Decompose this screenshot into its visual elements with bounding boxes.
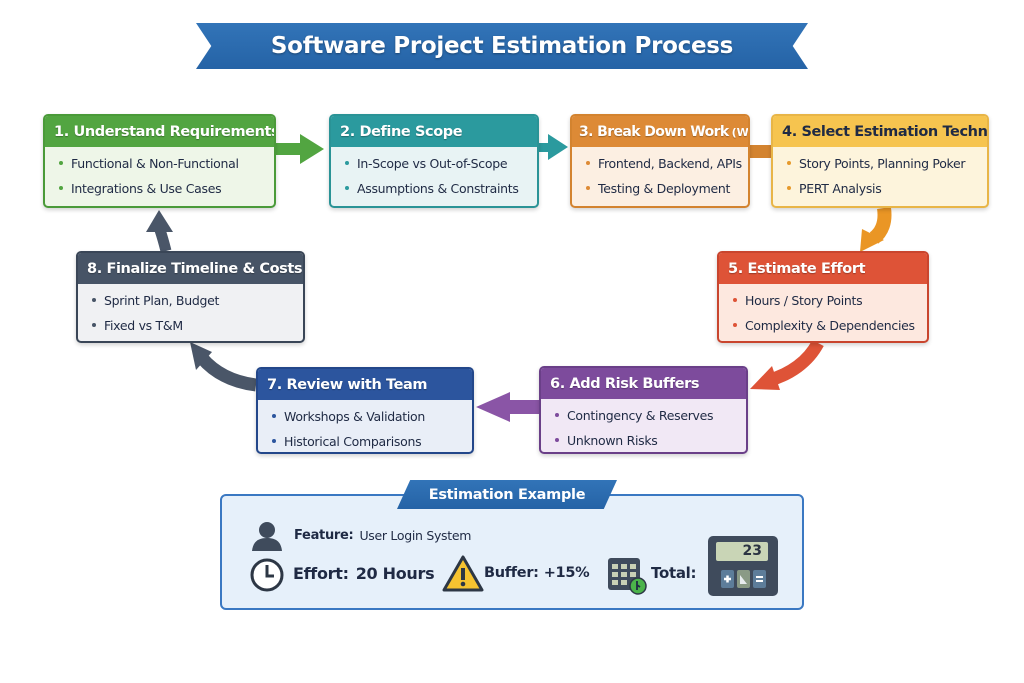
feature-label: Feature:: [294, 528, 354, 543]
feature-value: User Login System: [359, 528, 472, 543]
step-bullet: Testing & Deployment: [586, 176, 748, 201]
total-row: Total:: [651, 564, 696, 582]
estimation-example-title: Estimation Example: [397, 480, 617, 509]
step-bullet: Assumptions & Constraints: [345, 176, 537, 201]
arrow-4-to-5-head: [860, 229, 884, 252]
step-estimate-effort: 5. Estimate Effort Hours / Story Points …: [717, 251, 929, 343]
step-bullet: Workshops & Validation: [272, 404, 472, 429]
arrow-1-to-2: [276, 134, 324, 164]
arrow-4-to-5: [869, 207, 892, 244]
calendar-grid-icon: [608, 558, 647, 595]
step-bullet: Complexity & Dependencies: [733, 313, 927, 338]
arrow-7-to-8: [197, 353, 257, 392]
effort-label: Effort:: [293, 564, 349, 583]
total-label: Total:: [651, 564, 697, 582]
step-bullet: Integrations & Use Cases: [59, 176, 274, 201]
page-title: Software Project Estimation Process: [270, 33, 734, 59]
step-bullet: Contingency & Reserves: [555, 403, 746, 428]
step-title-text: 3. Break Down Work: [579, 123, 729, 140]
effort-value: 20 Hours: [355, 564, 435, 583]
step-title-suffix: (WBS): [731, 126, 749, 139]
arrow-3-to-4: [750, 145, 771, 158]
title-banner: Software Project Estimation Process: [196, 23, 808, 69]
step-bullet: Sprint Plan, Budget: [92, 288, 303, 313]
buffer-label: Buffer:: [484, 565, 539, 581]
feature-row: Feature: User Login System: [294, 528, 471, 543]
arrow-6-to-7: [476, 392, 539, 422]
step-bullet: Hours / Story Points: [733, 288, 927, 313]
step-finalize-timeline-costs: 8. Finalize Timeline & Costs Sprint Plan…: [76, 251, 305, 343]
arrow-5-to-6: [767, 339, 824, 387]
step-title: 5. Estimate Effort: [719, 253, 927, 284]
step-title: 4. Select Estimation Technique: [773, 116, 987, 147]
buffer-value: +15%: [543, 565, 590, 581]
calculator-display: 23: [716, 542, 768, 561]
step-review-with-team: 7. Review with Team Workshops & Validati…: [256, 367, 474, 454]
step-bullet: Story Points, Planning Poker: [787, 151, 987, 176]
step-break-down-work: 3. Break Down Work(WBS) Frontend, Backen…: [570, 114, 750, 208]
user-icon: [252, 522, 282, 551]
step-title: 3. Break Down Work(WBS): [572, 116, 748, 147]
step-bullet: In-Scope vs Out-of-Scope: [345, 151, 537, 176]
step-title: 8. Finalize Timeline & Costs: [78, 253, 303, 284]
arrow-8-to-1: [154, 228, 172, 253]
step-bullet: Fixed vs T&M: [92, 313, 303, 338]
effort-row: Effort: 20 Hours: [293, 564, 435, 583]
arrow-2-to-3: [539, 134, 568, 160]
warning-icon: [442, 555, 484, 592]
arrow-7-to-8-head: [190, 342, 212, 370]
step-title: 7. Review with Team: [258, 369, 472, 400]
step-add-risk-buffers: 6. Add Risk Buffers Contingency & Reserv…: [539, 366, 748, 454]
arrow-8-to-1-head: [146, 210, 173, 232]
step-bullet: Unknown Risks: [555, 428, 746, 452]
arrow-5-to-6-head: [750, 366, 780, 390]
step-bullet: Functional & Non-Functional: [59, 151, 274, 176]
step-select-estimation-technique: 4. Select Estimation Technique Story Poi…: [771, 114, 989, 208]
step-define-scope: 2. Define Scope In-Scope vs Out-of-Scope…: [329, 114, 539, 208]
step-title: 2. Define Scope: [331, 116, 537, 147]
step-bullet: PERT Analysis: [787, 176, 987, 201]
step-bullet: Historical Comparisons: [272, 429, 472, 452]
step-understand-requirements: 1. Understand Requirements Functional & …: [43, 114, 276, 208]
estimation-example-panel: [220, 494, 804, 610]
step-title: 1. Understand Requirements: [45, 116, 274, 147]
step-bullet: Frontend, Backend, APIs: [586, 151, 748, 176]
step-title: 6. Add Risk Buffers: [541, 368, 746, 399]
clock-icon: [250, 558, 284, 592]
buffer-row: Buffer: +15%: [484, 565, 590, 581]
